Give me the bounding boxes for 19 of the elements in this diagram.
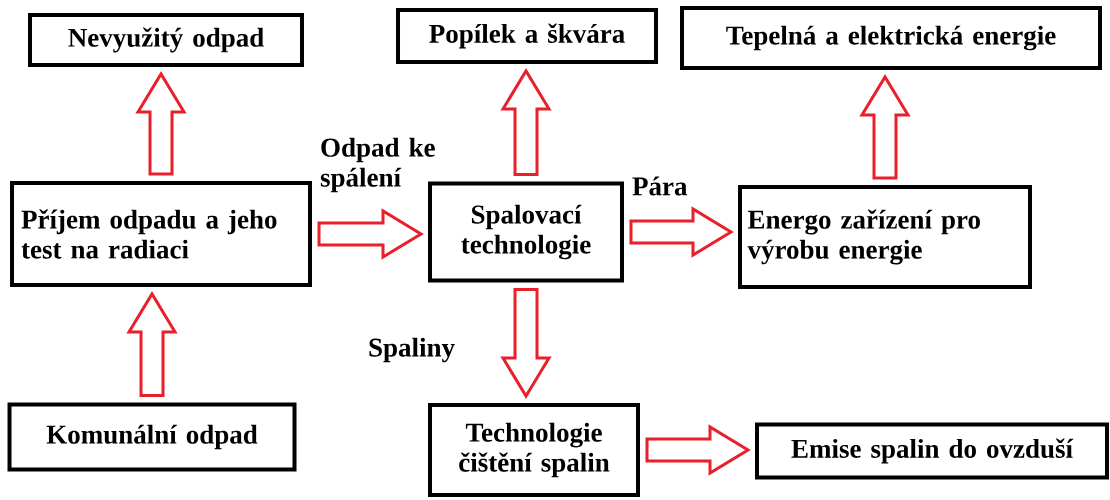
block-arrow	[317, 208, 424, 260]
process-box: Spalovací technologie	[428, 181, 624, 283]
block-arrow	[859, 74, 911, 180]
block-arrow	[500, 68, 552, 176]
process-box: Energo zařízení pro výrobu energie	[738, 185, 1032, 289]
process-box: Komunální odpad	[7, 402, 297, 472]
block-arrow	[500, 288, 552, 399]
edge-label: Spaliny	[369, 337, 455, 363]
block-arrow	[135, 71, 187, 176]
process-box: Příjem odpadu a jeho test na radiaci	[10, 181, 312, 287]
edge-label: Pára	[632, 176, 688, 196]
process-box: Tepelná a elektrická energie	[680, 6, 1102, 70]
process-box: Nevyužitý odpad	[28, 13, 304, 67]
block-arrow	[645, 424, 751, 476]
process-box: Emise spalin do ovzduší	[755, 422, 1109, 480]
block-arrow	[629, 206, 734, 258]
process-box: Popílek a škvára	[396, 8, 658, 64]
process-box: Technologie čištění spalin	[428, 403, 640, 497]
block-arrow	[126, 291, 178, 397]
